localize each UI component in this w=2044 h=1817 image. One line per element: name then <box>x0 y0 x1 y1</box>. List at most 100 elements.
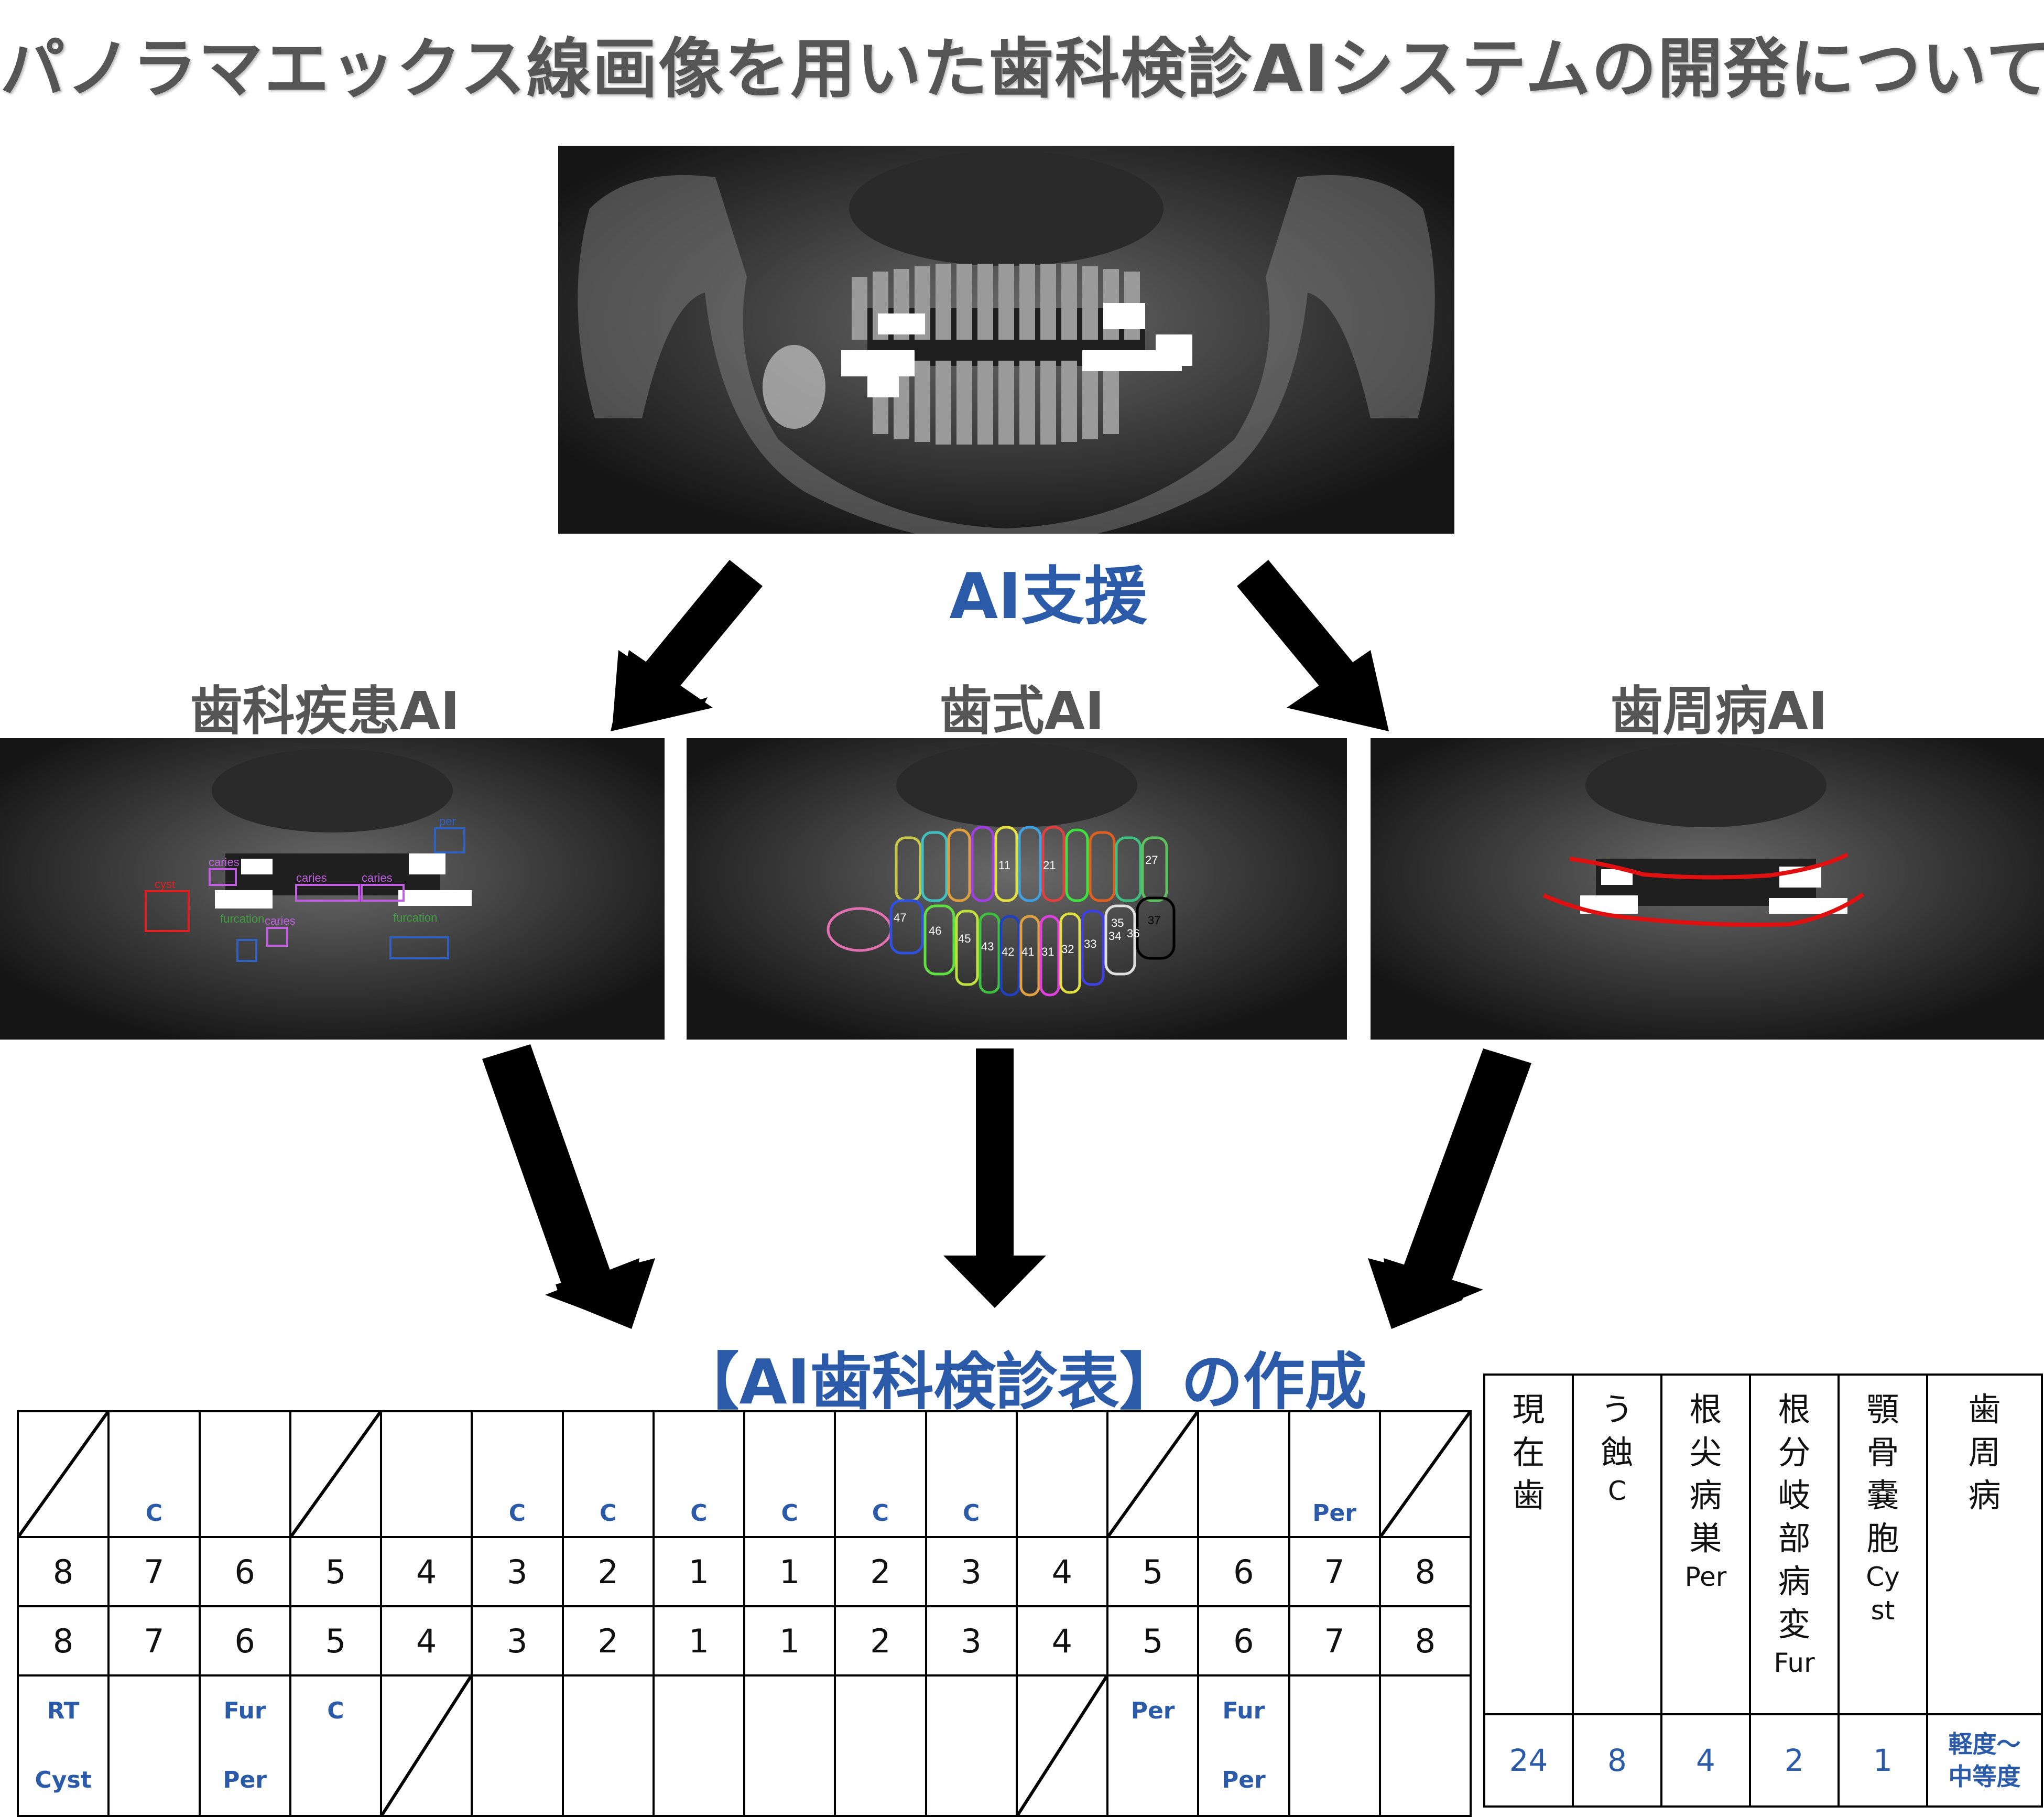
tooth-number-cell: 3 <box>925 1605 1018 1677</box>
tooth-number-cell: 6 <box>198 1536 291 1607</box>
periodontal-ai-drawing <box>1371 738 2044 1040</box>
tooth-number-cell: 7 <box>107 1536 201 1607</box>
lower-annotation-cell <box>561 1674 655 1817</box>
annotation-text: Per <box>1130 1697 1175 1724</box>
arrow-to-disease-ai <box>611 560 763 731</box>
tooth-number-cell: 7 <box>1288 1605 1381 1677</box>
tooth-number-cell: 3 <box>925 1536 1018 1607</box>
header-char: 病 <box>1968 1476 2001 1515</box>
tooth-number-cell: 5 <box>289 1536 383 1607</box>
summary-header-cell: 現在歯 <box>1483 1373 1574 1715</box>
tooth-number-cell: 5 <box>1106 1536 1200 1607</box>
tooth-label: 47 <box>894 911 906 924</box>
header-char: 嚢 <box>1866 1476 1899 1515</box>
upper-annotation-cell: C <box>561 1410 655 1538</box>
annotation-text: C <box>872 1500 889 1527</box>
annotation-text <box>837 1678 923 1746</box>
summary-value-cell: 2 <box>1749 1713 1840 1808</box>
lower-annotation-cell <box>652 1674 746 1817</box>
annotation-text <box>565 1746 651 1814</box>
header-char: 巣 <box>1689 1519 1722 1558</box>
summary-value-cell: 1 <box>1838 1713 1928 1808</box>
disease-ai-title: 歯科疾患AI <box>190 680 460 742</box>
tooth-label: 34 <box>1108 929 1121 943</box>
tooth-number-cell: 2 <box>834 1605 927 1677</box>
annotation-text: Fur <box>1222 1697 1265 1724</box>
panoramic-xray-image <box>558 146 1454 534</box>
tooth-number-cell: 5 <box>289 1605 383 1677</box>
annotation-text <box>746 1746 833 1814</box>
box-label-caries: caries <box>209 856 240 869</box>
tooth-number-cell: 2 <box>561 1605 655 1677</box>
tooth-label: 11 <box>998 859 1010 872</box>
missing-tooth-slash <box>291 1412 380 1536</box>
box-label-caries: caries <box>265 914 296 927</box>
tooth-label: 41 <box>1021 945 1034 958</box>
lower-annotation-cell <box>1015 1674 1109 1817</box>
annotation-text <box>656 1678 742 1746</box>
tooth-label: 46 <box>929 924 941 937</box>
header-char: 在 <box>1512 1433 1545 1472</box>
notation-ai-xray: 47 46 45 43 42 41 31 32 33 34 35 36 37 1… <box>687 738 1347 1040</box>
tooth-number-cell: 2 <box>561 1536 655 1607</box>
tooth-number-cell: 8 <box>1378 1605 1472 1677</box>
output-label: 【AI歯科検診表】の作成 <box>677 1346 1367 1418</box>
notation-ai-title: 歯式AI <box>939 680 1105 742</box>
box-label-caries: caries <box>362 871 393 884</box>
tooth-label: 37 <box>1148 914 1160 927</box>
tooth-number-cell: 6 <box>1197 1536 1290 1607</box>
disease-ai-xray: cyst caries caries caries caries per fur… <box>0 738 665 1040</box>
upper-annotation-cell: C <box>471 1410 564 1538</box>
header-char: 顎 <box>1866 1390 1899 1429</box>
tooth-number-cell: 4 <box>1015 1605 1109 1677</box>
upper-annotation-cell <box>1015 1410 1109 1538</box>
header-char: 骨 <box>1866 1433 1899 1472</box>
annotation-text <box>1110 1746 1196 1814</box>
annotation-text: C <box>690 1500 708 1527</box>
tooth-number-cell: 3 <box>471 1536 564 1607</box>
tooth-label: 27 <box>1145 853 1158 867</box>
tooth-number-cell: 7 <box>107 1605 201 1677</box>
tooth-number-cell: 4 <box>379 1605 473 1677</box>
annotation-text: RT <box>47 1697 80 1724</box>
annotation-text <box>474 1746 560 1814</box>
upper-annotation-cell: C <box>743 1410 836 1538</box>
arrow-from-periodontal-ai <box>1368 1048 1531 1329</box>
upper-annotation-cell <box>379 1410 473 1538</box>
annotation-text <box>1291 1678 1378 1746</box>
header-char: う <box>1601 1390 1634 1429</box>
tooth-number-cell: 4 <box>379 1536 473 1607</box>
header-abbrev: C <box>1608 1476 1626 1506</box>
header-char: 蝕 <box>1601 1433 1634 1472</box>
upper-annotation-cell: Per <box>1288 1410 1381 1538</box>
annotation-text <box>292 1746 379 1814</box>
header-char: 周 <box>1968 1433 2001 1472</box>
header-abbrev: Per <box>1684 1562 1727 1592</box>
annotation-text <box>656 1746 742 1814</box>
disease-ai-drawing: cyst caries caries caries caries per fur… <box>0 738 665 1040</box>
notation-ai-drawing: 47 46 45 43 42 41 31 32 33 34 35 36 37 1… <box>687 738 1347 1040</box>
header-char: 胞 <box>1866 1519 1899 1558</box>
tooth-number-cell: 1 <box>652 1536 746 1607</box>
box-label-furcation: furcation <box>393 911 437 924</box>
summary-value-cell: 4 <box>1660 1713 1751 1808</box>
lower-annotation-cell <box>834 1674 927 1817</box>
annotation-text <box>565 1678 651 1746</box>
upper-annotation-cell <box>1378 1410 1472 1538</box>
upper-annotation-cell: C <box>834 1410 927 1538</box>
tooth-number-cell: 5 <box>1106 1605 1200 1677</box>
header-char: 岐 <box>1778 1476 1811 1515</box>
summary-header-cell: 歯周病 <box>1926 1373 2043 1715</box>
annotation-text: C <box>599 1500 617 1527</box>
box-label-per: per <box>439 815 456 828</box>
tooth-number-cell: 6 <box>1197 1605 1290 1677</box>
annotation-text: Per <box>223 1767 267 1793</box>
header-char: 部 <box>1778 1519 1811 1558</box>
